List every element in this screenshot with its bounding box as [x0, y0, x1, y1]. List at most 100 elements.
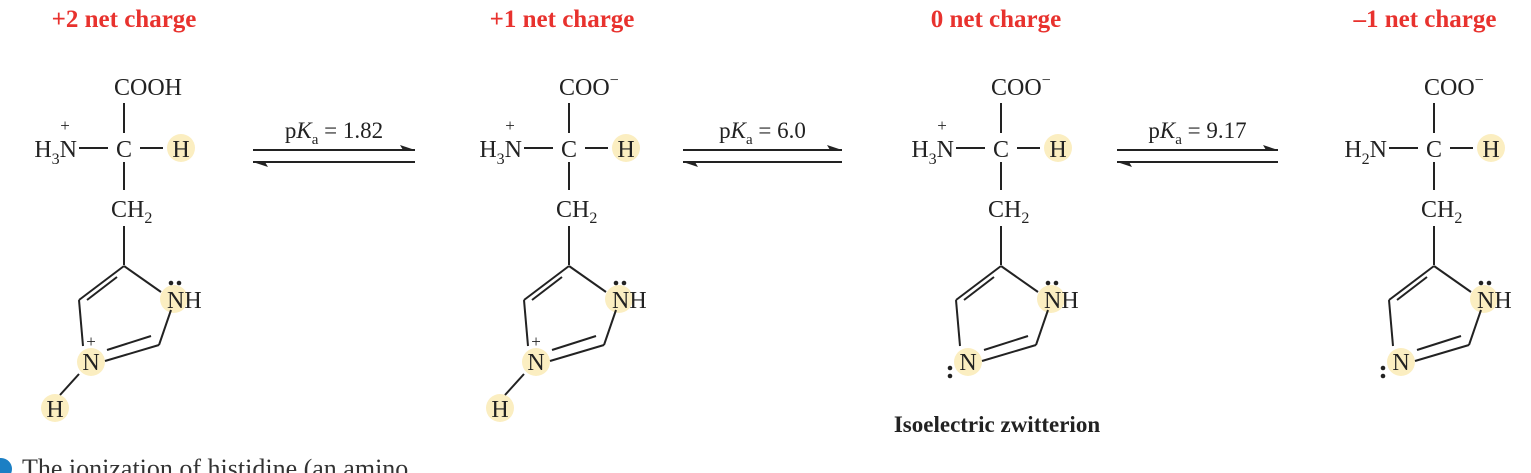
pka-k: K	[730, 118, 748, 143]
ring-bond-c2-n1	[104, 344, 160, 362]
ring-bond-c4-c5-double	[531, 276, 563, 301]
ring-bond-c4-n3	[1000, 265, 1039, 293]
ring-n-plus-charge: +	[86, 332, 96, 351]
alpha-hydrogen: H	[172, 137, 189, 163]
amino-plus-charge: +	[60, 116, 70, 135]
caption-bullet-icon	[0, 458, 12, 473]
carboxyl-text: COOH	[114, 75, 182, 101]
alpha-carbon: C	[561, 137, 577, 163]
pka-p: p	[1148, 118, 1160, 143]
ch2-text: CH	[556, 197, 589, 223]
pka-equals: =	[753, 118, 777, 143]
alpha-h-highlight	[1477, 134, 1505, 162]
amino-group: H3N	[479, 137, 522, 168]
charge-label-zero: 0 net charge	[930, 6, 1062, 33]
pka-label: pKa = 1.82	[285, 118, 383, 148]
amino-n: N	[60, 137, 77, 163]
amino-plus-charge: +	[937, 116, 947, 135]
ring-bond-c4-n3	[568, 265, 607, 293]
ring-bond-c4-c5-double	[86, 276, 118, 301]
ch2-subscript: 2	[1021, 210, 1029, 227]
carboxyl-text: COO	[991, 75, 1042, 101]
equilibrium-arrow-3: pKa = 9.17	[1117, 118, 1278, 167]
ring-bond-c2-n1-double	[1416, 335, 1462, 351]
bond-ring-n-h	[504, 373, 525, 396]
carboxyl-text: COO	[1424, 75, 1475, 101]
carboxyl-group: COO−	[991, 72, 1051, 101]
alpha-h-highlight	[1044, 134, 1072, 162]
bond-ring-n-h	[59, 373, 80, 396]
ring-bond-c4-c5	[955, 265, 1002, 301]
carboxyl-group: COO−	[1424, 72, 1484, 101]
ch2-text: CH	[111, 197, 144, 223]
ring-bond-c5-n1	[955, 299, 961, 347]
ring-n: N	[1392, 350, 1409, 376]
alpha-hydrogen: H	[1049, 137, 1066, 163]
ring-bond-c5-n1	[78, 299, 84, 347]
ring-n-highlight	[954, 348, 982, 376]
figure-caption-strip: The ionization of histidine (an amino	[0, 452, 1531, 473]
ring-bond-c2-n1-double	[983, 335, 1029, 351]
pka-subscript: a	[1175, 132, 1182, 148]
ring-n: N	[959, 350, 976, 376]
pka-label: pKa = 9.17	[1148, 118, 1246, 148]
ring-n-highlight	[77, 348, 105, 376]
ring-bond-c5-n1	[1388, 299, 1394, 347]
amino-n: N	[937, 137, 954, 163]
alpha-carbon: C	[993, 137, 1009, 163]
alpha-h-highlight	[612, 134, 640, 162]
pka-value: 6.0	[777, 118, 806, 143]
ring-n-hydrogen: H	[46, 397, 63, 423]
charge-label-plus2: +2 net charge	[51, 6, 197, 33]
amino-n: N	[1370, 137, 1387, 163]
ring-n-lone-pair-dots	[947, 365, 953, 379]
ring-bond-c2-n1	[981, 344, 1037, 362]
ring-nh: NH	[1044, 288, 1079, 314]
figure-caption: The ionization of histidine (an amino	[22, 454, 409, 473]
ch2-subscript: 2	[144, 210, 152, 227]
alpha-hydrogen: H	[1482, 137, 1499, 163]
ring-bond-c2-n1	[549, 344, 605, 362]
ring-nh: NH	[612, 288, 647, 314]
charge-label-minus1: –1 net charge	[1353, 6, 1497, 33]
alpha-carbon: C	[116, 137, 132, 163]
amino-group: H2N	[1344, 137, 1387, 168]
zwitterion-label: Isoelectric zwitterion	[894, 412, 1100, 437]
nh-lone-pair-dots	[1045, 280, 1059, 286]
ring-bond-c4-n3	[123, 265, 162, 293]
carboxylate-minus-sign: −	[1475, 72, 1484, 89]
alpha-hydrogen: H	[617, 137, 634, 163]
ring-nh: NH	[167, 288, 202, 314]
pka-p: p	[719, 118, 731, 143]
pka-k: K	[295, 118, 313, 143]
ring-n-highlight	[1387, 348, 1415, 376]
pka-label: pKa = 6.0	[719, 118, 806, 148]
ring-bond-n3-c2	[1468, 309, 1482, 346]
ring-n-lone-pair-dots	[1380, 365, 1386, 379]
amino-h: H	[911, 137, 928, 163]
nh-lone-pair-dots	[168, 280, 182, 286]
ring-bond-c2-n1-double	[551, 335, 597, 351]
forward-arrowhead	[400, 145, 415, 150]
pka-equals: =	[318, 118, 342, 143]
equilibrium-arrow-1: pKa = 1.82	[253, 118, 415, 167]
amino-h: H	[34, 137, 51, 163]
amino-h: H	[479, 137, 496, 163]
amino-group: H3N	[911, 137, 954, 168]
ring-n-hydrogen: H	[491, 397, 508, 423]
amino-subscript: 3	[929, 151, 937, 168]
carboxyl-group: COOH	[114, 75, 182, 101]
ring-bond-c4-c5	[523, 265, 570, 301]
reverse-arrowhead	[1117, 162, 1132, 167]
pka-value: 9.17	[1206, 118, 1246, 143]
amino-group: H3N	[34, 137, 77, 168]
pka-k: K	[1159, 118, 1177, 143]
charge-label-plus1: +1 net charge	[489, 6, 635, 33]
amino-subscript: 3	[52, 151, 60, 168]
pka-p: p	[285, 118, 297, 143]
ring-bond-c4-c5	[78, 265, 125, 301]
